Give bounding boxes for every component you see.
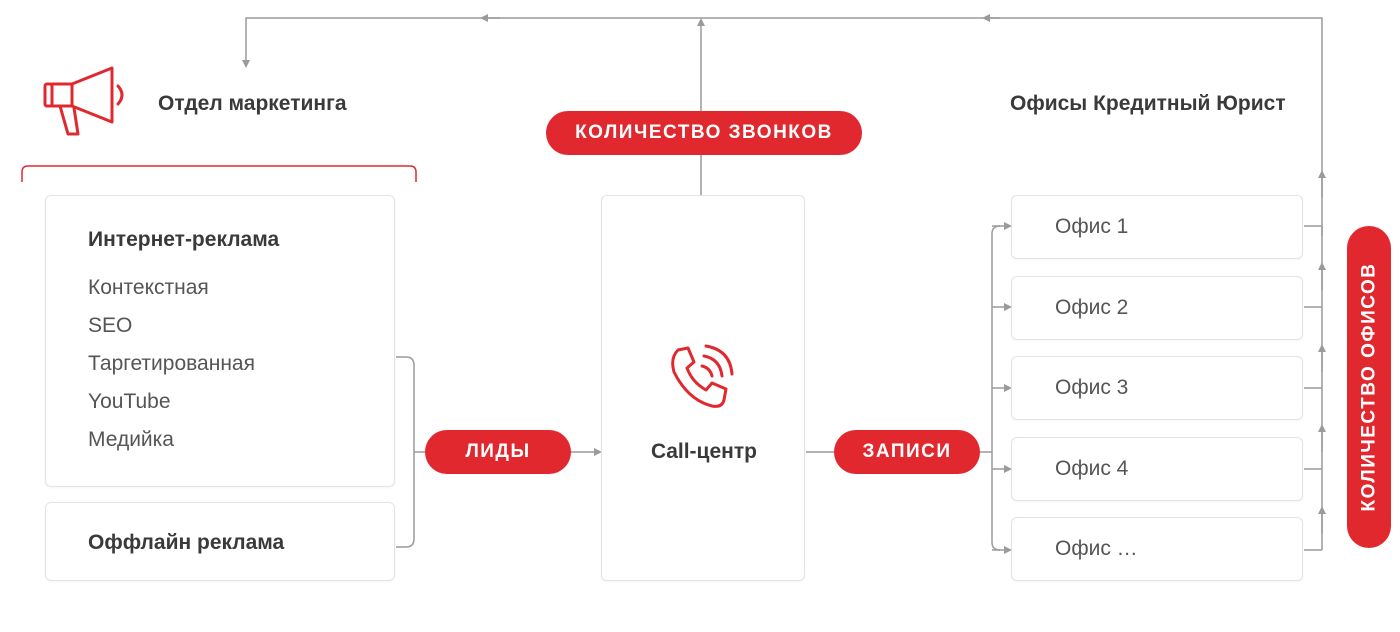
office-card: Офис … [1011, 517, 1303, 581]
leads-pill: ЛИДЫ [425, 430, 571, 474]
office-card: Офис 3 [1011, 356, 1303, 420]
office-label: Офис 1 [1055, 215, 1129, 238]
office-card: Офис 2 [1011, 276, 1303, 340]
office-label: Офис … [1055, 537, 1138, 560]
list-item: Таргетированная [88, 352, 255, 375]
offline-ads-title: Оффлайн реклама [88, 531, 285, 554]
office-label: Офис 3 [1055, 376, 1129, 399]
megaphone-icon [43, 66, 124, 136]
office-label: Офис 2 [1055, 296, 1129, 319]
list-item: YouTube [88, 390, 171, 413]
office-label: Офис 4 [1055, 457, 1129, 480]
callcenter-card: Call-центр [601, 195, 805, 581]
office-card: Офис 4 [1011, 437, 1303, 501]
marketing-bracket [396, 356, 415, 548]
offices-title: Офисы Кредитный Юрист [1010, 92, 1286, 115]
marketing-title: Отдел маркетинга [158, 92, 347, 115]
internet-ads-title: Интернет-реклама [88, 228, 280, 251]
offices-count-label: КОЛИЧЕСТВО ОФИСОВ [1358, 262, 1380, 512]
callcenter-label: Call-центр [651, 440, 757, 463]
list-item: Медийка [88, 428, 174, 451]
list-item: SEO [88, 314, 133, 337]
calls-count-pill: КОЛИЧЕСТВО ЗВОНКОВ [546, 111, 862, 155]
list-item: Контекстная [88, 276, 209, 299]
offices-count-pill: КОЛИЧЕСТВО ОФИСОВ [1347, 226, 1391, 548]
office-card: Офис 1 [1011, 195, 1303, 259]
phone-call-icon [671, 344, 734, 408]
records-pill: ЗАПИСИ [834, 430, 980, 474]
marketing-red-bracket [21, 165, 417, 182]
offline-ads-card: Оффлайн реклама [45, 502, 395, 581]
internet-ads-card: Интернет-реклама Контекстная SEO Таргети… [45, 195, 395, 487]
